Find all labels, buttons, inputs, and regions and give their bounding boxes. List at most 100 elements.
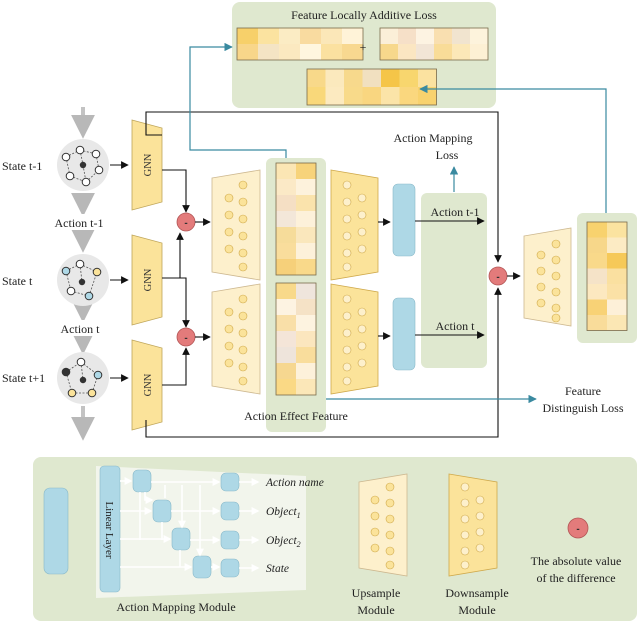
state-graph-t-minus-1: [57, 139, 109, 191]
heatmap-cell: [296, 195, 316, 211]
heatmap-cell: [276, 227, 296, 243]
heatmap-border: [306, 68, 437, 106]
svg-text:-: -: [184, 218, 187, 229]
output-object-2: Object2: [266, 535, 301, 549]
abs-diff-op-2: -: [176, 327, 196, 347]
abs-diff-legend-label-2: of the difference: [536, 571, 615, 585]
heatmap-cell: [321, 44, 342, 60]
action-embedding-bar-1: [392, 183, 416, 257]
state-label-t-plus-1: State t+1: [2, 371, 45, 385]
action-mapping-output-panel: [421, 193, 487, 368]
heatmap-cell: [276, 179, 296, 195]
upsample-module-2: [211, 283, 261, 395]
heatmap-cell: [344, 87, 363, 105]
state-graph-t-plus-1: [57, 352, 109, 404]
heatmap-cell: [399, 69, 418, 87]
heatmap-cell: [607, 315, 627, 331]
heatmap-cell: [237, 28, 258, 44]
heatmap-cell: [296, 331, 316, 347]
heatmap-cell: [296, 259, 316, 275]
heatmap-cell: [452, 28, 470, 44]
heatmap-cell: [296, 283, 316, 299]
heatmap-cell: [342, 28, 363, 44]
heatmap-cell: [279, 44, 300, 60]
heatmap-cell: [587, 299, 607, 315]
svg-text:-: -: [184, 333, 187, 344]
heatmap-cell: [307, 87, 326, 105]
heatmap-cell: [276, 315, 296, 331]
heatmap-cell: [380, 28, 398, 44]
svg-text:GNN: GNN: [143, 153, 154, 176]
heatmap-border: [586, 221, 628, 331]
heatmap-cell: [381, 87, 400, 105]
heatmap-cell: [276, 283, 296, 299]
heatmap-cell: [325, 87, 344, 105]
output-object-1: Object1: [266, 506, 301, 520]
heatmap-cell: [279, 28, 300, 44]
heatmap-cell: [416, 44, 434, 60]
heatmap-top-right: [379, 27, 489, 61]
heatmap-border: [379, 27, 489, 61]
heatmap-cell: [434, 44, 452, 60]
heatmap-cell: [296, 379, 316, 395]
final-feature-heatmap: [586, 221, 628, 331]
heatmap-cell: [342, 44, 363, 60]
heatmap-cell: [300, 28, 321, 44]
abs-diff-op-final: -: [488, 266, 508, 286]
heatmap-cell: [362, 87, 381, 105]
heatmap-cell: [362, 69, 381, 87]
heatmap-cell: [418, 87, 437, 105]
heatmap-cell: [398, 28, 416, 44]
heatmap-cell: [587, 253, 607, 269]
heatmap-cell: [296, 299, 316, 315]
state-graph-t: [57, 254, 109, 306]
heatmap-cell: [587, 237, 607, 253]
heatmap-cell: [607, 237, 627, 253]
heatmap-cell: [607, 268, 627, 284]
heatmap-cell: [296, 363, 316, 379]
locally-additive-loss-title: Feature Locally Additive Loss: [291, 8, 437, 22]
heatmap-cell: [587, 284, 607, 300]
heatmap-cell: [470, 28, 488, 44]
heatmap-cell: [276, 379, 296, 395]
state-label-t-minus-1: State t-1: [2, 159, 42, 173]
heatmap-cell: [418, 69, 437, 87]
svg-text:GNN: GNN: [143, 373, 154, 396]
output-action-t-minus-1: Action t-1: [431, 205, 480, 219]
svg-text:-: -: [496, 272, 499, 283]
heatmap-cell: [607, 284, 627, 300]
state-label-t: State t: [2, 274, 33, 288]
heatmap-cell: [276, 195, 296, 211]
heatmap-cell: [300, 44, 321, 60]
abs-diff-op-1: -: [176, 212, 196, 232]
heatmap-cell: [276, 243, 296, 259]
upsample-legend-label-2: Module: [357, 603, 394, 617]
heatmap-cell: [276, 163, 296, 179]
heatmap-cell: [296, 163, 316, 179]
heatmap-cell: [321, 28, 342, 44]
downsample-module-2: [330, 283, 379, 395]
output-state: State: [266, 563, 289, 575]
feature-distinguish-loss-label-2: Distinguish Loss: [542, 401, 623, 415]
action-mapping-module-label: Action Mapping Module: [116, 600, 235, 614]
action-mapping-loss-label-2: Loss: [436, 148, 459, 162]
heatmap-cell: [607, 299, 627, 315]
heatmap-cell: [587, 222, 607, 238]
action-embedding-bar-2: [392, 297, 416, 371]
downsample-legend-label-2: Module: [458, 603, 495, 617]
action-effect-heatmap-lower: [275, 282, 317, 396]
action-label-t-minus-1: Action t-1: [55, 216, 104, 230]
heatmap-cell: [296, 227, 316, 243]
heatmap-cell: [258, 28, 279, 44]
action-label-t: Action t: [61, 322, 101, 336]
heatmap-cell: [587, 268, 607, 284]
legend-downsample-icon: [448, 473, 498, 577]
heatmap-cell: [296, 243, 316, 259]
heatmap-cell: [587, 315, 607, 331]
heatmap-cell: [237, 44, 258, 60]
heatmap-cell: [344, 69, 363, 87]
downsample-module-1: [330, 169, 379, 281]
upsample-legend-label-1: Upsample: [352, 586, 401, 600]
heatmap-cell: [276, 347, 296, 363]
